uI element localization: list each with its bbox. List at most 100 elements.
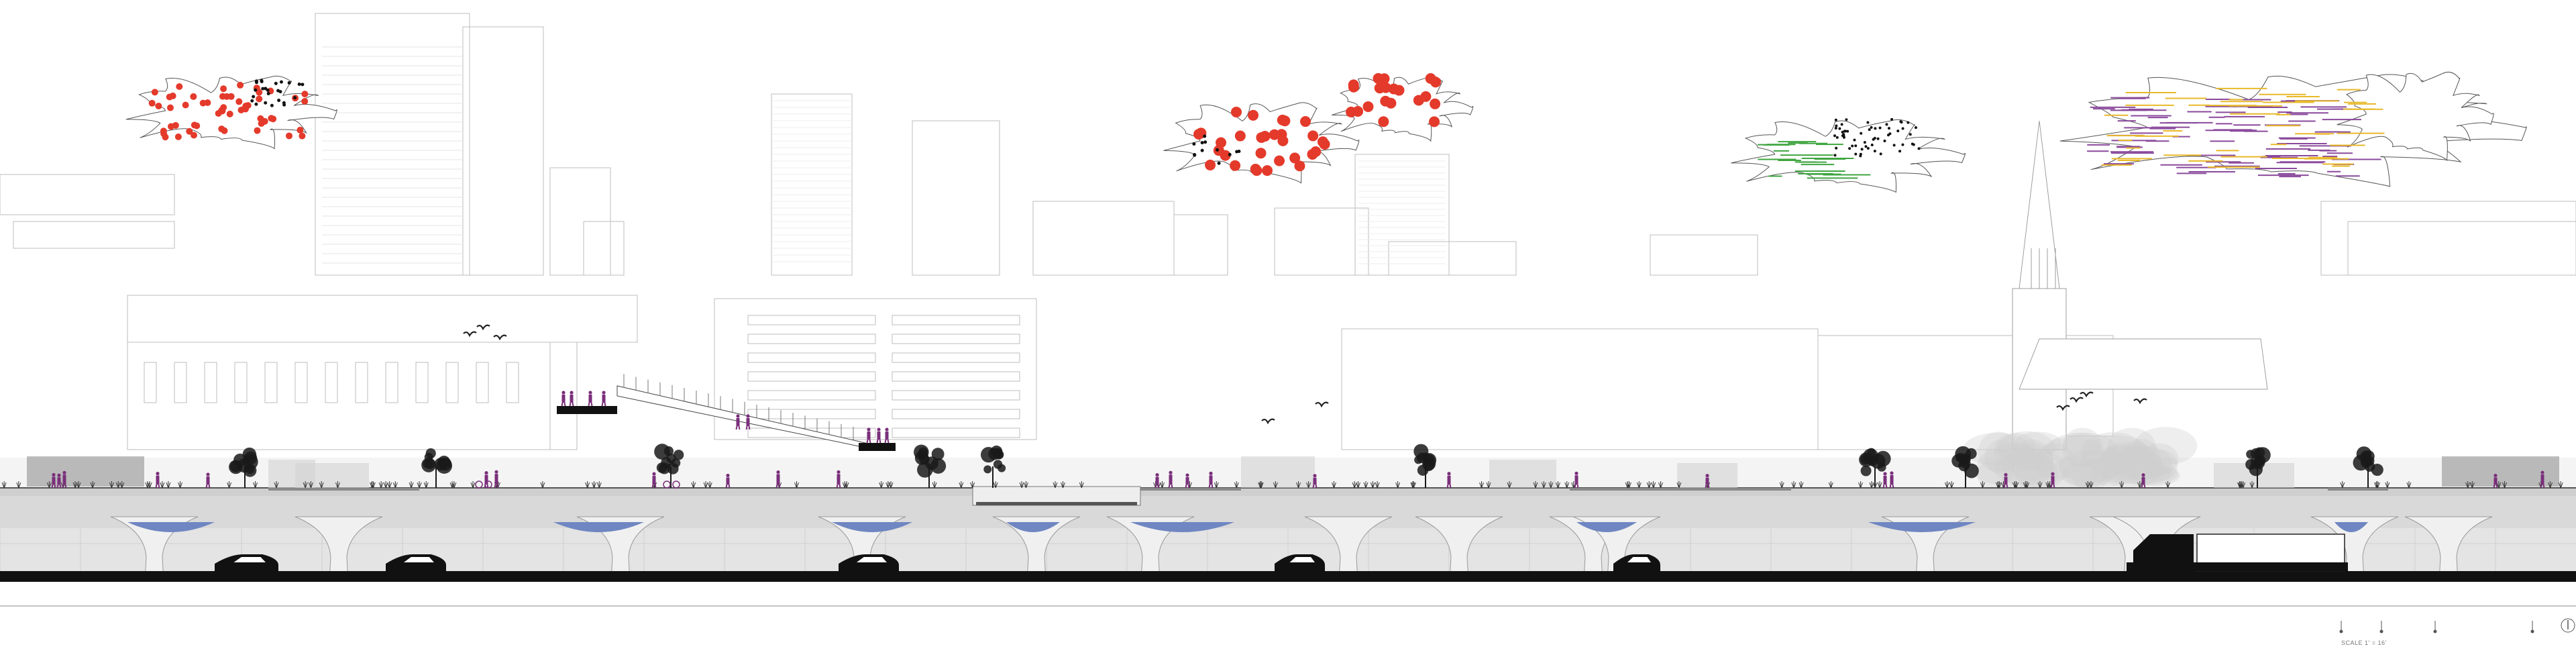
- person-icon: [156, 472, 160, 476]
- cloud-black-dot: [1835, 124, 1838, 128]
- person-icon: [839, 484, 841, 489]
- person-icon: [2141, 473, 2145, 477]
- grass-tuft: [1214, 481, 1219, 489]
- cloud-red-dot: [221, 127, 228, 134]
- cloud-red-dot: [176, 83, 183, 91]
- tree-haze: [2046, 432, 2118, 467]
- cloud-red-dot: [1317, 136, 1328, 148]
- grass-tuft: [2137, 481, 2143, 489]
- cloud-red-dot: [1378, 116, 1389, 128]
- person-icon: [1705, 474, 1709, 478]
- cloud-black-dot: [254, 102, 258, 106]
- person-icon: [494, 470, 498, 474]
- street-level: [0, 534, 2576, 607]
- cloud-black-dot: [1848, 147, 1851, 150]
- grass-tuft: [1646, 481, 1652, 489]
- cloud-black-dot: [1890, 117, 1894, 121]
- cloud-black-dot: [282, 103, 286, 107]
- grass-tuft: [1548, 481, 1554, 489]
- tree-haze: [2062, 458, 2115, 488]
- grass-tuft: [160, 481, 165, 489]
- cloud-black-dot: [1843, 130, 1846, 133]
- grass-tuft: [596, 481, 602, 489]
- person-icon: [736, 418, 740, 426]
- cloud-red-dot: [1274, 155, 1285, 166]
- tree-haze: [2101, 442, 2157, 471]
- cloud-black-dot: [1840, 123, 1843, 126]
- car-icon: [1613, 554, 1660, 571]
- grass-tuft: [1877, 481, 1882, 489]
- warehouse: [1341, 328, 1819, 450]
- cloud-black-dot: [1835, 136, 1839, 139]
- grass-tuft: [1872, 481, 1878, 489]
- person-icon: [869, 439, 871, 444]
- car-icon: [1627, 557, 1651, 562]
- cloud-red-dot: [1251, 165, 1263, 176]
- cloud-black-dot: [1200, 148, 1204, 152]
- person-icon: [1168, 484, 1171, 489]
- grass-tuft: [1658, 481, 1664, 489]
- grass-tuft: [387, 481, 392, 489]
- person-icon: [1185, 473, 1189, 477]
- cloud-red-dot: [1269, 129, 1280, 140]
- person-icon: [728, 484, 731, 489]
- water-basin: [553, 522, 644, 532]
- person-icon: [62, 484, 64, 489]
- person-icon: [206, 476, 210, 485]
- building: [2320, 201, 2576, 276]
- cloud-black-dot: [1854, 144, 1858, 148]
- person-icon: [1447, 475, 1451, 485]
- window-band: [747, 334, 876, 344]
- grass-tuft: [707, 481, 712, 489]
- person-icon: [1449, 484, 1452, 489]
- cloud-black-dot: [1874, 127, 1877, 130]
- person-icon: [1315, 484, 1318, 489]
- grass-tuft: [1564, 481, 1570, 489]
- building: [1354, 154, 1450, 276]
- cloud-black-dot: [287, 81, 291, 85]
- grass-tuft: [392, 481, 398, 489]
- cloud-red-dot: [1300, 116, 1311, 128]
- cloud-black-dot: [1216, 148, 1220, 152]
- person-icon: [776, 474, 780, 485]
- grass-tuft: [585, 481, 590, 489]
- cloud-black-dot: [1888, 132, 1892, 136]
- building: [2347, 221, 2576, 276]
- bird-icon: [463, 331, 477, 338]
- grass-tuft: [2037, 481, 2043, 489]
- cloud-black-dot: [1192, 142, 1196, 146]
- person-icon: [1211, 484, 1214, 489]
- person-icon: [2141, 476, 2145, 485]
- cloud-black-dot: [1841, 130, 1844, 134]
- person-icon: [1169, 474, 1173, 485]
- upper-platform: [557, 406, 617, 414]
- cloud-red-dot: [1429, 116, 1440, 128]
- cloud-red-dot: [166, 104, 174, 111]
- scale-bar: [2339, 621, 2534, 633]
- cloud-black-dot: [1834, 126, 1837, 130]
- cloud-red-dot: [256, 89, 263, 96]
- grass-tuft: [1980, 481, 1985, 489]
- person-icon: [738, 425, 741, 430]
- person-icon: [877, 432, 881, 440]
- cloud-black-dot: [1854, 152, 1858, 156]
- person-icon: [726, 477, 730, 485]
- cloud-black-dot: [1879, 152, 1882, 156]
- grass-tuft: [1023, 481, 1028, 489]
- person-icon: [52, 476, 56, 485]
- person-icon: [1890, 471, 1894, 475]
- grass-tuft: [308, 481, 313, 489]
- person-icon: [561, 391, 566, 395]
- grass-tuft: [1944, 481, 1949, 489]
- low-building: [127, 342, 551, 450]
- cloud-black-dot: [1203, 134, 1207, 138]
- cloud-black-dot: [1870, 125, 1873, 129]
- grass-tuft: [2375, 481, 2380, 489]
- tree-haze: [2122, 438, 2161, 481]
- grass-tuft: [119, 481, 125, 489]
- cloud-black-dot: [1838, 127, 1841, 130]
- grass-tuft: [227, 481, 232, 489]
- person-icon: [1185, 477, 1189, 485]
- scale-note: SCALE 1' = 16': [2341, 640, 2387, 646]
- cloud-red-dot: [1279, 115, 1291, 127]
